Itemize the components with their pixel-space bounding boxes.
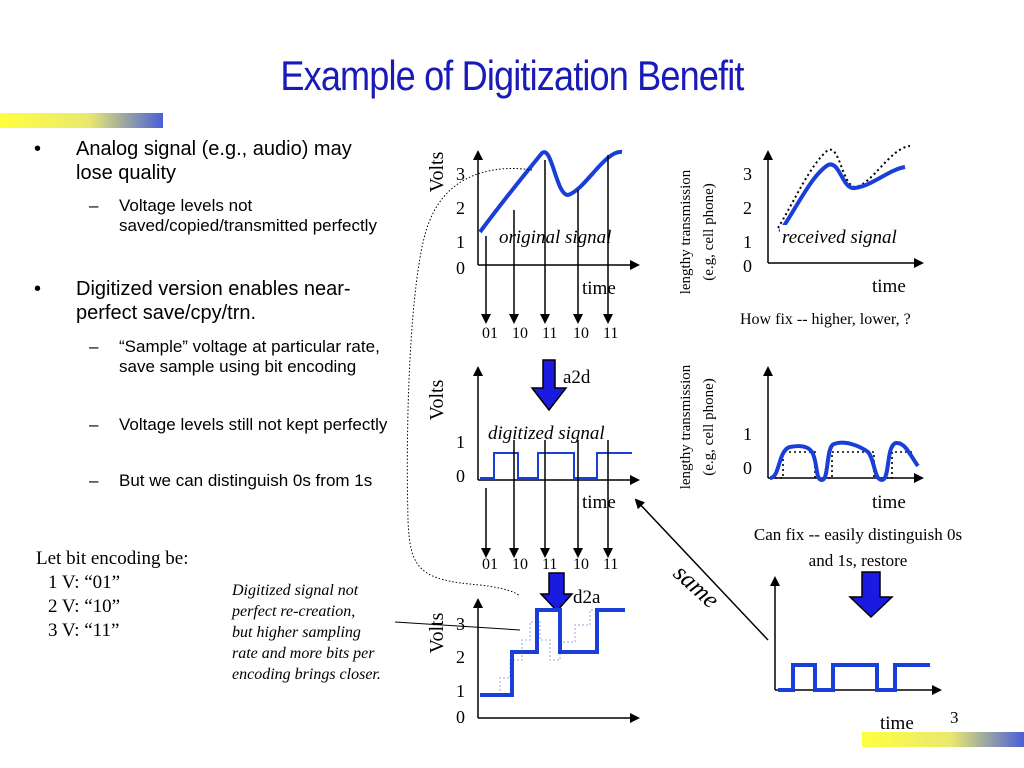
tick-label: 2 [456,647,465,667]
encoding-item: 1 V: “01” [48,572,121,593]
y-axis-label: Volts [426,612,448,653]
tick-label: 0 [456,466,465,486]
x-axis-label: time [582,278,616,299]
tick-label: 2 [743,198,752,218]
fine-staircase-dotted [484,609,625,696]
transmission-label-top: lengthy transmission (e.g, cell phone) [678,169,717,294]
x-axis-label: time [880,713,914,734]
tick-label: 3 [456,614,465,634]
analog-signal-line [478,150,623,234]
tick-label: 3 [743,164,752,184]
bit-label: 11 [542,325,557,342]
reconstructed-signal-line [480,608,625,697]
received-digital-plot: 1 0 time Can fix -- easily distinguish 0… [743,366,962,570]
bullet-item: •Digitized version enables near-perfect … [34,278,351,324]
received-signal-label: received signal [782,227,897,248]
bullet-text: “Sample” voltage at particular rate, sav… [119,337,380,376]
tick-label: 0 [456,258,465,278]
bullet-text: Digitized version enables near-perfect s… [76,278,351,324]
d2a-arrow: d2a [539,572,601,613]
restored-signal-line [778,663,930,692]
y-axis-label: Volts [426,379,448,420]
sub-bullet-item: –Voltage levels still not kept perfectly [89,415,388,434]
original-signal-plot: Volts 3 2 1 0 original signal time 01 10… [426,150,647,342]
same-arrow [634,498,769,641]
bit-label: 01 [482,325,498,342]
decorative-band [862,732,1024,747]
decorative-band [0,113,163,128]
label-background [486,420,648,444]
tick-label: 1 [743,232,752,252]
a2d-arrow: a2d [530,359,591,412]
bit-label: 11 [603,325,618,342]
original-signal-label: original signal [499,227,611,248]
digitized-signal-label: digitized signal [488,423,605,444]
d2a-label: d2a [573,587,601,608]
tick-label: 0 [743,256,752,276]
bit-label: 01 [482,556,498,573]
note-connector [394,621,521,631]
tick-label: 1 [456,232,465,252]
encoding-list: Let bit encoding be: 1 V: “01” 2 V: “10”… [36,547,188,643]
bit-label: 11 [603,556,618,573]
can-fix-caption: Can fix -- easily distinguish 0s [754,525,962,544]
page-number: 3 [950,708,959,727]
tick-label: 1 [743,424,752,444]
encoding-item: 2 V: “10” [48,596,121,617]
transmission-label-bottom: lengthy transmission (e.g, cell phone) [678,364,717,489]
y-axis-label: Volts [426,151,448,192]
down-arrow-icon [530,359,568,412]
label-background [497,225,647,249]
bullet-text: Analog signal (e.g., audio) may lose qua… [76,138,352,184]
bullet-text: But we can distinguish 0s from 1s [119,471,373,490]
sub-bullet-item: –But we can distinguish 0s from 1s [89,471,373,490]
encoding-heading: Let bit encoding be: [36,548,189,569]
down-arrow-icon [539,572,574,613]
bit-label: 10 [512,325,528,342]
bullet-text: Voltage levels still not kept perfectly [119,415,388,434]
restored-signal-plot: time [770,576,942,734]
sub-bullet-item: –Voltage levels not saved/copied/transmi… [89,196,377,235]
encoding-item: 3 V: “11” [48,620,120,641]
digitized-signal-plot: Volts 1 0 digitized signal time 01 10 11… [426,366,648,573]
label-background [780,225,932,249]
reconstructed-signal-plot: Volts 3 2 1 0 [426,598,640,727]
svg-text:lengthy transmission: lengthy transmission [678,364,694,489]
tick-label: 1 [456,681,465,701]
bit-label: 10 [573,556,589,573]
bit-label: 10 [512,556,528,573]
tick-label: 0 [456,707,465,727]
x-axis-label: time [872,276,906,297]
dotted-connector [406,167,533,597]
svg-text:(e.g, cell phone): (e.g, cell phone) [701,378,717,475]
sub-bullet-item: –“Sample” voltage at particular rate, sa… [89,337,380,376]
bullet-text: Voltage levels not saved/copied/transmit… [119,196,377,235]
can-fix-caption: and 1s, restore [809,551,908,570]
received-signal-plot: 3 2 1 0 received signal time How fix -- … [740,145,932,328]
x-axis-label: time [582,492,616,513]
original-signal-dotted [777,145,911,229]
svg-text:(e.g, cell phone): (e.g, cell phone) [701,183,717,280]
a2d-label: a2d [563,367,591,388]
note-text: Digitized signal not perfect re-creation… [232,582,381,683]
digital-reference-dotted [770,451,912,479]
how-fix-caption: How fix -- higher, lower, ? [740,311,911,328]
x-axis-label: time [872,492,906,513]
digital-signal-line [480,452,632,479]
down-arrow-icon [848,571,894,619]
bit-label: 11 [542,556,557,573]
received-digital-line [769,440,920,483]
tick-label: 3 [456,164,465,184]
received-signal-line [778,162,906,234]
slide-title: Example of Digitization Benefit [280,52,744,99]
tick-label: 1 [456,432,465,452]
tick-label: 2 [456,198,465,218]
bullet-item: •Analog signal (e.g., audio) may lose qu… [34,138,352,184]
tick-label: 0 [743,458,752,478]
svg-text:lengthy transmission: lengthy transmission [678,169,694,294]
bit-label: 10 [573,325,589,342]
same-label: same [668,559,724,613]
